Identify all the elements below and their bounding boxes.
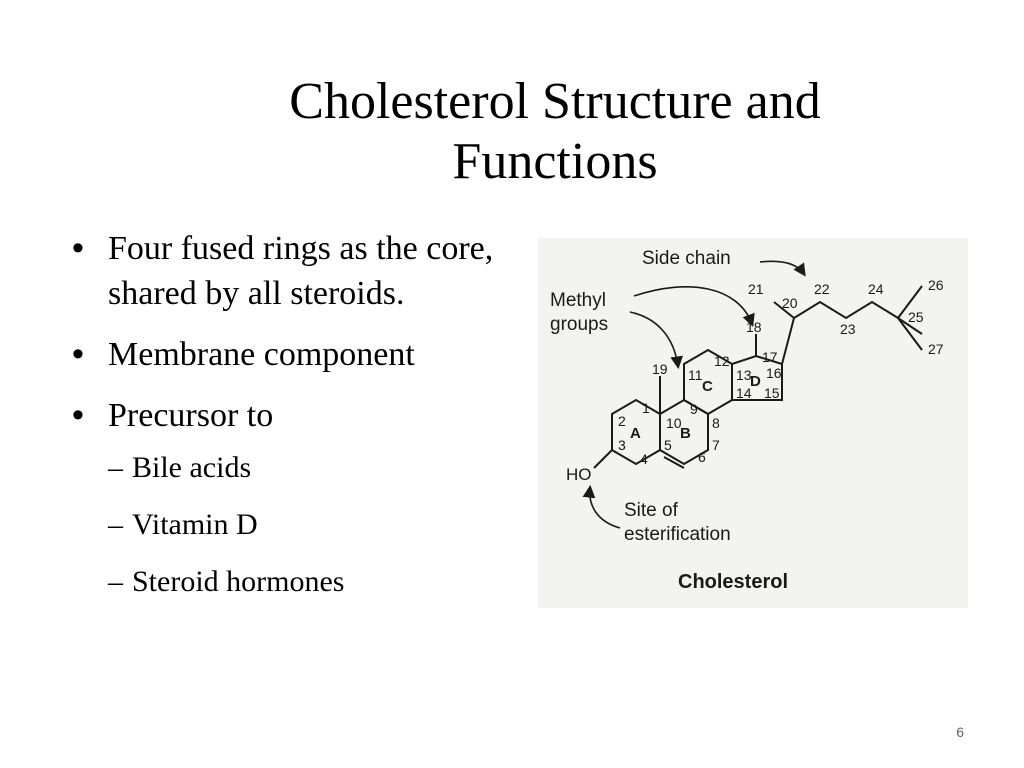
carbon-number: 23: [840, 321, 856, 337]
carbon-number: 6: [698, 449, 706, 465]
sub-bullet-text: Bile acids: [132, 451, 252, 484]
sub-bullet-text: Vitamin D: [132, 508, 258, 541]
carbon-number: 5: [664, 437, 672, 453]
sub-bullet-item: – Vitamin D: [108, 505, 538, 545]
carbon-number: 8: [712, 415, 720, 431]
carbon-number: 27: [928, 341, 944, 357]
carbon-number: 15: [764, 385, 780, 401]
annotation-arrows: [582, 260, 806, 529]
methyl-label-line-1: Methyl: [550, 290, 606, 311]
dash-icon: –: [108, 508, 123, 541]
side-chain-arrow: [759, 260, 806, 277]
cholesterol-figure: Side chain Methyl groups HO Site of este…: [538, 238, 968, 608]
bullet-text: Four fused rings as the core, shared by …: [108, 230, 494, 312]
carbon-number: 25: [908, 309, 924, 325]
slide-title-line-1: Cholesterol Structure and: [289, 73, 821, 130]
dash-icon: –: [108, 451, 123, 484]
ring-skeleton: [593, 285, 923, 469]
double-bond: [663, 456, 685, 469]
cholesterol-structure-diagram: Side chain Methyl groups HO Site of este…: [550, 248, 944, 593]
carbon-number: 18: [746, 319, 762, 335]
figure-caption: Cholesterol: [678, 571, 788, 593]
carbon-number: 13: [736, 367, 752, 383]
sub-bullet-list: – Bile acids – Vitamin D – Steroid hormo…: [108, 448, 538, 602]
dash-icon: –: [108, 565, 123, 598]
esterification-arrow: [582, 484, 621, 529]
bullet-icon: •: [72, 229, 84, 267]
bullet-item: • Membrane component: [68, 332, 538, 377]
carbon-number: 9: [690, 401, 698, 417]
carbon-number: 24: [868, 281, 884, 297]
carbon-number: 1: [642, 400, 650, 416]
bullet-icon: •: [72, 396, 84, 434]
esterification-label-line-2: esterification: [624, 524, 731, 545]
carbon-number: 3: [618, 437, 626, 453]
bullet-icon: •: [72, 335, 84, 373]
carbon-number: 26: [928, 277, 944, 293]
bullet-text: Membrane component: [108, 336, 415, 373]
sub-bullet-text: Steroid hormones: [132, 565, 345, 598]
methyl-arrow-18: [633, 286, 755, 328]
page-number: 6: [956, 724, 964, 740]
carbon-number: 10: [666, 415, 682, 431]
carbon-number: 12: [714, 353, 730, 369]
carbon-number: 2: [618, 413, 626, 429]
carbon-number: 22: [814, 281, 830, 297]
methyl-arrow-19: [629, 311, 683, 370]
carbon-number: 19: [652, 361, 668, 377]
methyl-21-bond: [773, 301, 795, 319]
ring-label-a: A: [630, 425, 641, 442]
bullet-text: Precursor to: [108, 397, 274, 434]
bullet-item: • Precursor to – Bile acids – Vitamin D …: [68, 393, 538, 602]
carbon-27-bond: [897, 317, 923, 351]
carbon-number: 7: [712, 437, 720, 453]
carbon-number: 4: [640, 451, 648, 467]
carbon-number: 20: [782, 295, 798, 311]
slide-title-line-2: Functions: [452, 133, 658, 190]
ring-label-c: C: [702, 378, 713, 395]
hydroxyl-bond: [593, 449, 613, 469]
sub-bullet-item: – Steroid hormones: [108, 562, 538, 602]
carbon-number: 21: [748, 281, 764, 297]
carbon-number: 14: [736, 385, 752, 401]
esterification-label-line-1: Site of: [624, 500, 679, 521]
ring-label-b: B: [680, 425, 691, 442]
slide-title: Cholesterol Structure and Functions: [170, 72, 940, 192]
carbon-number: 16: [766, 365, 782, 381]
carbon-number: 17: [762, 349, 778, 365]
sub-bullet-item: – Bile acids: [108, 448, 538, 488]
hydroxyl-label: HO: [566, 465, 592, 484]
ring-label-d: D: [750, 373, 761, 390]
carbon-number: 11: [688, 367, 703, 383]
carbon-numbers: 1 2 3 4 5 6 7 8 9 10 11 12 13 14 15 16 1…: [618, 277, 944, 467]
methyl-label-line-2: groups: [550, 314, 608, 335]
bullet-item: • Four fused rings as the core, shared b…: [68, 226, 538, 316]
bullet-list: • Four fused rings as the core, shared b…: [68, 226, 538, 619]
side-chain-label: Side chain: [642, 248, 731, 269]
carbon-26-bond: [897, 285, 923, 319]
